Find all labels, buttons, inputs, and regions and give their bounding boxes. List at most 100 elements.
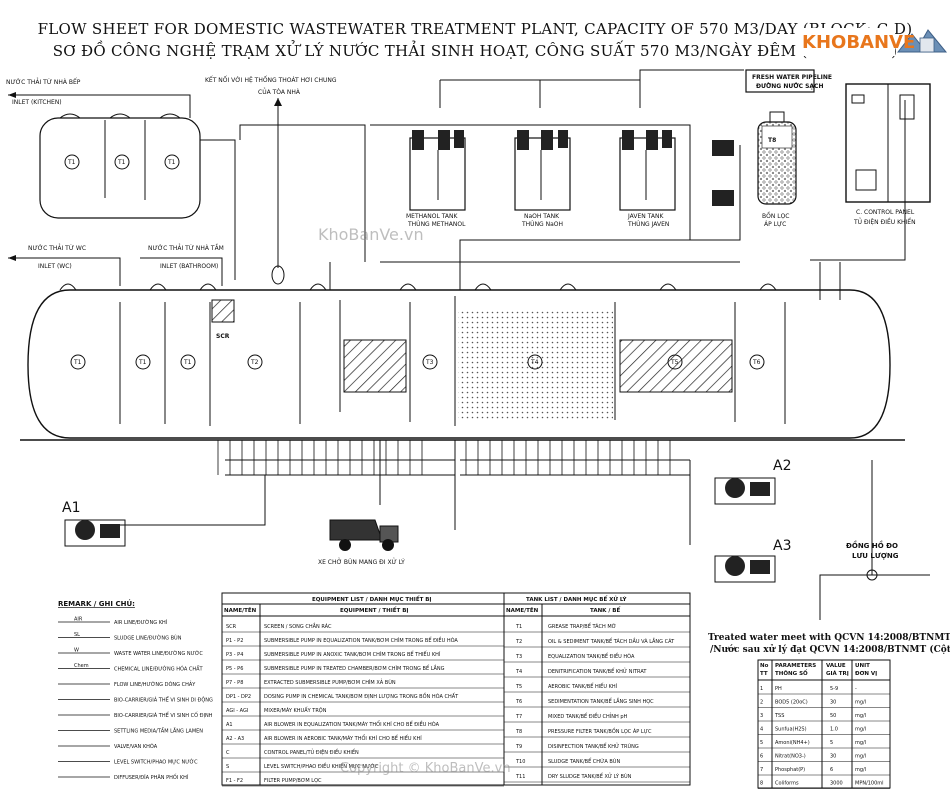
javen-label-vi: THÙNG JAVEN [627,221,669,228]
legend-text: VALVE/VAN KHÓA [114,743,158,750]
tank-id-circle [135,354,151,370]
panel-label-vi: TỦ ĐIỆN ĐIỀU KHIỂN [853,218,916,226]
brand-logo: KHOBANVE [800,22,950,62]
quality-cell: Coliforms [775,781,799,787]
tank-desc: EQUALIZATION TANK/BỂ ĐIỀU HÒA [548,652,635,660]
fresh-water-label-en: FRESH WATER PIPELINE [752,74,832,81]
legend-text: SLUDGE LINE/ĐƯỜNG BÙN [114,635,182,642]
quality-cell: mg/l [855,700,866,706]
grease-trap-top-tank [39,113,201,219]
legend-code: Chem [74,663,89,669]
quality-cell: mg/l [855,727,866,733]
legend-text: LEVEL SWITCH/PHAO MỰC NƯỚC [114,759,198,766]
control-panel [845,83,931,203]
treated-label-en: Treated water meet with QCVN 14:2008/BTN… [708,632,950,643]
main-tank-id: T2 [250,359,259,366]
tank-name: T11 [515,774,525,780]
tank-name: T3 [515,654,522,660]
tank-desc: DISINFECTION TANK/BỂ KHỬ TRÙNG [548,742,639,750]
tank-desc: GREASE TRAP/BỂ TÁCH MỠ [548,622,616,630]
naoh-label-vi: THÙNG NaOH [521,221,563,228]
quality-header-cell-vi: THÔNG SỐ [775,669,808,677]
main-tank-id: T6 [752,359,761,366]
equipment-desc: LEVEL SWITCH/PHAO ĐIỀU KHIỂN MỰC NƯỚC [264,762,379,770]
inlet-kitchen-label-vi: NƯỚC THẢI TỪ NHÀ BẾP [6,78,81,86]
equipment-header-desc: EQUIPMENT / THIẾT BỊ [340,606,408,614]
equipment-desc: DOSING PUMP IN CHEMICAL TANK/BƠM ĐỊNH LƯ… [264,691,459,700]
tank-header-desc: TANK / BỂ [590,606,620,614]
quality-cell: Sunfua(H2S) [775,727,807,733]
quality-cell: mg/l [855,713,866,719]
tank-desc: PRESSURE FILTER TANK/BỒN LỌC ÁP LỰC [548,726,652,735]
legend-code: SL [74,632,80,638]
blower-a1-label: A1 [62,500,80,516]
blower-a3-icon [714,555,776,583]
pressure-filter-tank [757,111,797,205]
quality-cell: 6 [760,754,763,760]
quality-cell: 5-9 [830,686,838,692]
methanol-label-vi: THÙNG METHANOL [407,221,466,228]
quality-cell: 3000 [830,781,843,787]
tank-id-circle [749,354,765,370]
tank-id-circle [422,354,438,370]
inlet-kitchen-label-en: INLET (KITCHEN) [12,99,62,106]
naoh-tank [514,130,571,211]
tank-desc: OIL & SEDIMENT TANK/BỂ TÁCH DẦU VÀ LẮNG … [548,637,675,645]
tank-desc: SLUDGE TANK/BỂ CHỨA BÙN [548,757,620,765]
tank-id-circle [527,354,543,370]
equipment-name: SCR [226,624,237,630]
main-tank-id: T3 [425,359,434,366]
quality-cell: 30 [830,754,836,760]
equipment-name: AGI - AGI [226,708,248,714]
legend-code: W [74,648,79,654]
blower-a1-icon [64,519,126,547]
quality-header-cell: VALUE [826,663,846,669]
blower-a3-label: A3 [773,538,791,554]
quality-cell: 6 [830,767,833,773]
tank-table-title: TANK LIST / DANH MỤC BỂ XỬ LÝ [526,595,628,603]
treated-label-vi: /Nước sau xử lý đạt QCVN 14:2008/BTNMT (… [710,644,950,655]
legend-text: WASTE WATER LINE/ĐƯỜNG NƯỚC [114,650,203,657]
inlet-wc-label-en: INLET (WC) [38,263,72,270]
equipment-name: A2 - A3 [226,736,244,742]
tank-desc: SEDIMENTATION TANK/BỂ LẮNG SINH HỌC [548,697,654,705]
quality-header-cell-vi: ĐƠN VỊ [855,671,877,677]
inlet-wc-label-vi: NƯỚC THẢI TỪ WC [28,244,86,252]
flow-meter-icon [866,569,878,581]
equipment-table-title: EQUIPMENT LIST / DANH MỤC THIẾT BỊ [312,595,431,603]
equipment-desc: AIR BLOWER IN AEROBIC TANK/MÁY THỔI KHÍ … [264,734,422,742]
quality-cell: 7 [760,767,763,773]
quality-cell: mg/l [855,754,866,760]
tank-name: T10 [515,759,525,765]
quality-cell: - [855,686,857,692]
equipment-desc: MIXER/MÁY KHUẤY TRỘN [264,706,327,714]
equipment-desc: SUBMERSIBLE PUMP IN ANOXIC TANK/BƠM CHÌM… [264,650,441,658]
quality-cell: 3 [760,713,763,719]
quality-cell: 1 [760,686,763,692]
tank-name: T2 [515,639,522,645]
legend-title: REMARK / GHI CHÚ: [58,599,135,608]
quality-cell: mg/l [855,767,866,773]
javen-label-en: JAVEN TANK [627,213,664,220]
legend-text: CHEMICAL LINE/ĐƯỜNG HÓA CHẤT [114,665,204,673]
equipment-name: P1 - P2 [226,638,243,644]
title-vi: SƠ ĐỒ CÔNG NGHỆ TRẠM XỬ LÝ NƯỚC THẢI SIN… [52,42,898,60]
diffuser-lines [217,440,671,475]
quality-cell: 2 [760,700,763,706]
quality-cell: Phosphat(P) [775,767,805,773]
quality-header-cell-vi: GIÁ TRỊ [826,670,849,677]
watermark: KhoBanVe.vn [318,225,424,244]
tank-desc: DENITRIFICATION TANK/BỂ KHỬ NITRAT [548,667,647,675]
filter-label-vi: BỒN LỌC [762,211,790,220]
quality-cell: MPN/100ml [855,781,884,787]
tank-name: T6 [515,699,522,705]
main-tank-id: T1 [183,359,192,366]
equipment-name: C [226,750,230,756]
main-tank-id: T1 [73,359,82,366]
tank-desc: DRY SLUDGE TANK/BỂ XỬ LÝ BÙN [548,772,632,780]
fresh-water-box [745,69,815,93]
